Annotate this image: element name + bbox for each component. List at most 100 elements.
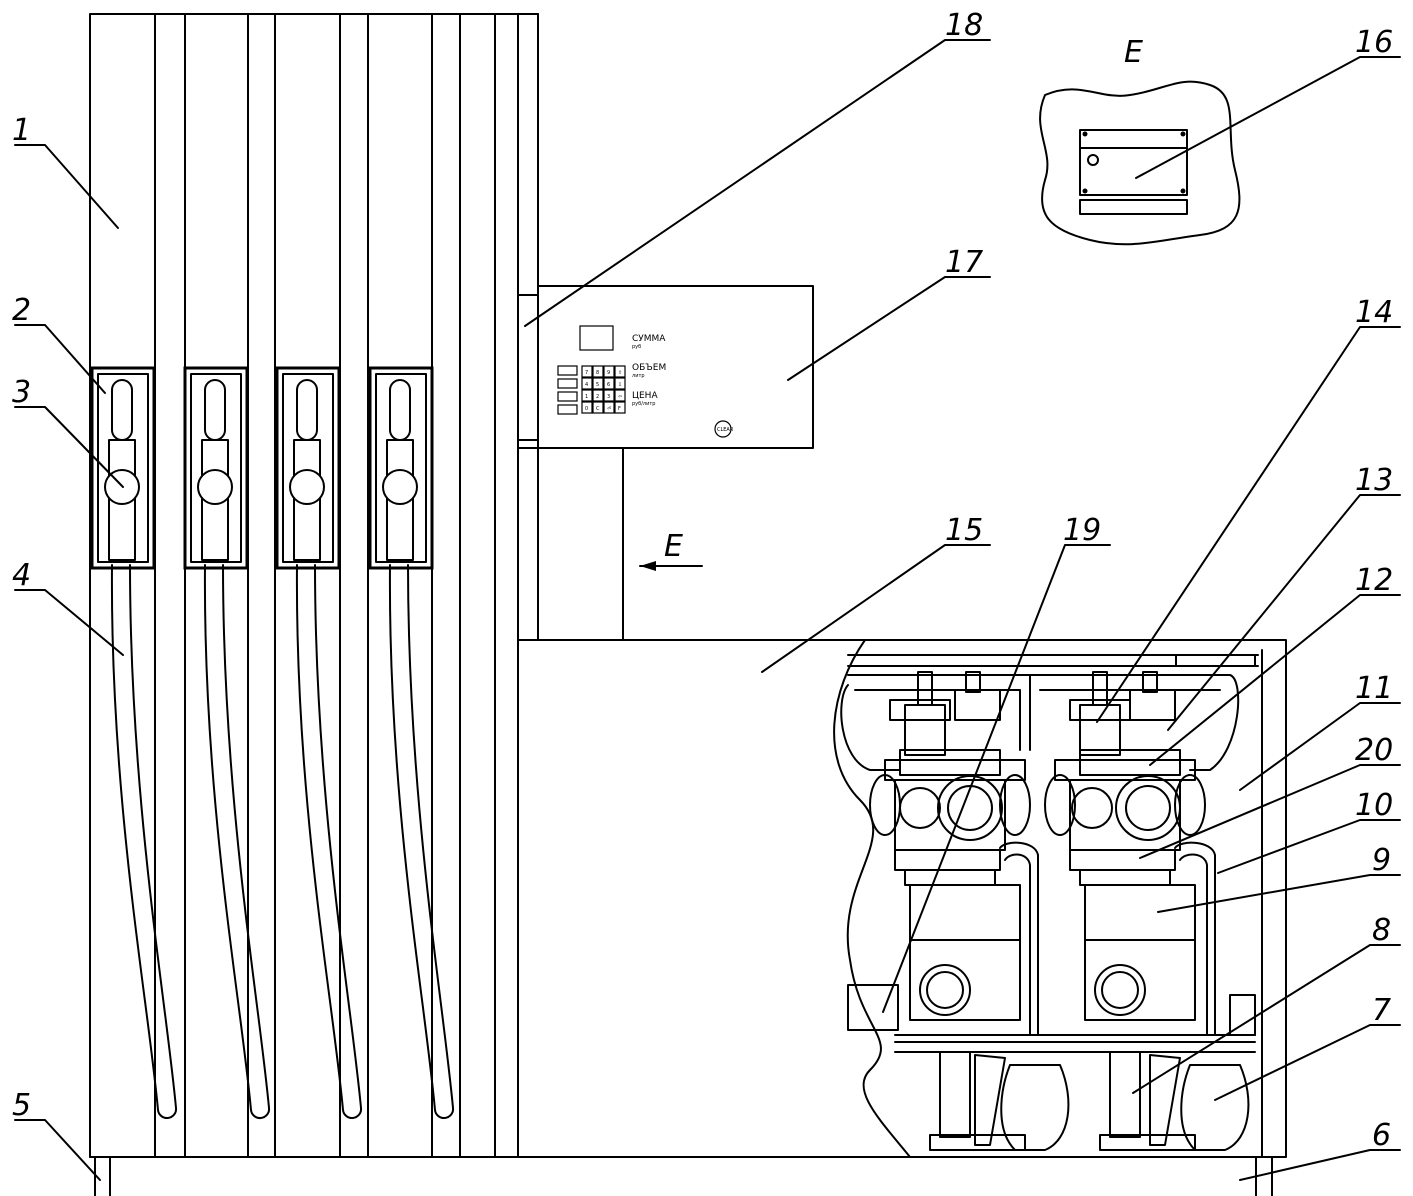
callout-number: 11 bbox=[1355, 671, 1393, 706]
callout-number: 3 bbox=[12, 375, 31, 410]
keypad-key-label: 3 bbox=[607, 394, 610, 400]
keypad-key-label: 4 bbox=[585, 382, 588, 388]
pump-base bbox=[894, 1034, 1256, 1151]
keypad-key-label: ⏎ bbox=[607, 406, 611, 412]
callout-number: 16 bbox=[1355, 25, 1393, 60]
hose bbox=[388, 564, 455, 1119]
callout-2: 2 bbox=[12, 293, 106, 394]
keypad-key-label: 8 bbox=[596, 370, 599, 376]
volume-unit: литр bbox=[632, 373, 645, 379]
callout-number: 18 bbox=[945, 8, 983, 43]
callout-number: 6 bbox=[1372, 1118, 1391, 1153]
keypad-key-label: 2 bbox=[596, 394, 599, 400]
keypad-key: F bbox=[614, 401, 626, 414]
keypad-key: ⇩ bbox=[614, 377, 626, 390]
nozzle-holder bbox=[183, 366, 249, 570]
callout-number: 13 bbox=[1355, 463, 1393, 498]
view-label: E bbox=[1124, 35, 1143, 70]
callout-number: 20 bbox=[1355, 733, 1393, 768]
nozzle-holders bbox=[90, 366, 455, 1119]
hose bbox=[110, 564, 178, 1119]
keypad-key: ⏎ bbox=[603, 401, 615, 414]
keypad-key: С bbox=[592, 401, 604, 414]
callout-number: 14 bbox=[1355, 295, 1393, 330]
clear-button bbox=[714, 420, 732, 438]
callout-12: 12 bbox=[1149, 563, 1401, 766]
keypad-key: 9 bbox=[603, 365, 615, 378]
nozzle-holder bbox=[275, 366, 341, 570]
hose bbox=[295, 564, 363, 1119]
keypad-key: ⇦ bbox=[614, 389, 626, 402]
clear-label: CLEAR bbox=[717, 427, 734, 433]
keypad-key: 4 bbox=[581, 377, 593, 390]
callout-17: 17 bbox=[787, 245, 991, 381]
keypad-key-label: ⇩ bbox=[618, 382, 622, 388]
hydraulic-unit-right bbox=[1029, 671, 1256, 1036]
callout-6: 6 bbox=[1239, 1118, 1401, 1181]
callout-number: 19 bbox=[1063, 513, 1101, 548]
keypad-key: 3 bbox=[603, 389, 615, 402]
callout-number: 7 bbox=[1372, 993, 1391, 1028]
callout-8: 8 bbox=[1132, 913, 1401, 1094]
nozzle-handle bbox=[289, 469, 325, 505]
keypad-key-label: 0 bbox=[585, 406, 588, 412]
keypad-key: 8 bbox=[592, 365, 604, 378]
callout-13: 13 bbox=[1167, 463, 1401, 731]
keypad-key: 1 bbox=[581, 389, 593, 402]
callout-3: 3 bbox=[12, 375, 124, 488]
nozzle-holder bbox=[90, 366, 156, 570]
callout-number: 1 bbox=[12, 113, 31, 148]
display-window bbox=[579, 325, 614, 351]
callout-7: 7 bbox=[1214, 993, 1401, 1101]
keypad-key: ⇧ bbox=[614, 365, 626, 378]
keypad-key-label: 1 bbox=[585, 394, 588, 400]
detail-view-e: E bbox=[1039, 35, 1241, 246]
sum-label: СУММА bbox=[632, 334, 666, 344]
hydraulic-unit-left bbox=[840, 671, 1039, 1036]
view-arrow: E bbox=[639, 529, 703, 571]
callout-5: 5 bbox=[12, 1088, 101, 1181]
dispenser-column bbox=[89, 13, 539, 1158]
base-frame bbox=[89, 1156, 1276, 1196]
keypad-key: 6 bbox=[603, 377, 615, 390]
callout-number: 17 bbox=[945, 245, 983, 280]
nozzle-handle bbox=[382, 469, 418, 505]
price-label: ЦЕНА bbox=[632, 391, 658, 401]
view-arrow-label: E bbox=[664, 529, 683, 564]
callout-16: 16 bbox=[1135, 25, 1401, 179]
callout-number: 15 bbox=[945, 513, 983, 548]
hose bbox=[203, 564, 271, 1119]
callout-number: 8 bbox=[1372, 913, 1391, 948]
callout-15: 15 bbox=[761, 513, 991, 673]
keypad-key: 7 bbox=[581, 365, 593, 378]
keypad-key-label: ⇧ bbox=[618, 370, 622, 376]
callout-number: 9 bbox=[1372, 843, 1391, 878]
keypad-key-label: ⇦ bbox=[618, 394, 622, 400]
callout-11: 11 bbox=[1239, 671, 1401, 791]
callout-10: 10 bbox=[1217, 788, 1401, 874]
keypad-key-label: 5 bbox=[596, 382, 599, 388]
callout-18: 18 bbox=[524, 8, 991, 327]
lower-housing bbox=[517, 447, 1287, 1158]
keypad-key-label: 6 bbox=[607, 382, 610, 388]
callout-number: 10 bbox=[1355, 788, 1393, 823]
keypad-key: 2 bbox=[592, 389, 604, 402]
nozzle-handle bbox=[197, 469, 233, 505]
callout-9: 9 bbox=[1157, 843, 1401, 913]
keypad-key: 0 bbox=[581, 401, 593, 414]
nozzle-holder bbox=[368, 366, 434, 570]
keypad-key-label: 7 bbox=[585, 370, 588, 376]
callout-number: 12 bbox=[1355, 563, 1393, 598]
callout-14: 14 bbox=[1096, 295, 1401, 723]
keypad-key: 5 bbox=[592, 377, 604, 390]
lock-icon bbox=[1087, 154, 1099, 166]
callout-number: 2 bbox=[12, 293, 31, 328]
callout-number: 5 bbox=[12, 1088, 31, 1123]
sum-unit: руб bbox=[632, 344, 641, 350]
callout-20: 20 bbox=[1139, 733, 1401, 859]
callout-number: 4 bbox=[12, 558, 31, 593]
